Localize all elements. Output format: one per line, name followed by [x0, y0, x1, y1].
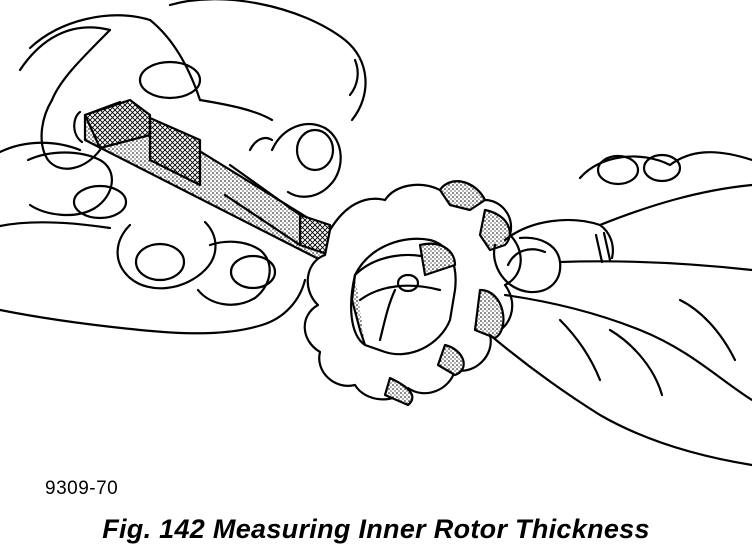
index-finger — [248, 123, 342, 198]
right-hand — [488, 151, 752, 467]
left-lower-hand — [0, 141, 307, 335]
figure-caption: Fig. 142 Measuring Inner Rotor Thickness — [102, 514, 650, 544]
rotor-measurement-illustration — [0, 0, 752, 467]
left-upper-hand — [18, 0, 367, 170]
inner-rotor — [303, 180, 522, 407]
micrometer — [73, 98, 364, 277]
figure-code: 9309-70 — [45, 478, 119, 499]
